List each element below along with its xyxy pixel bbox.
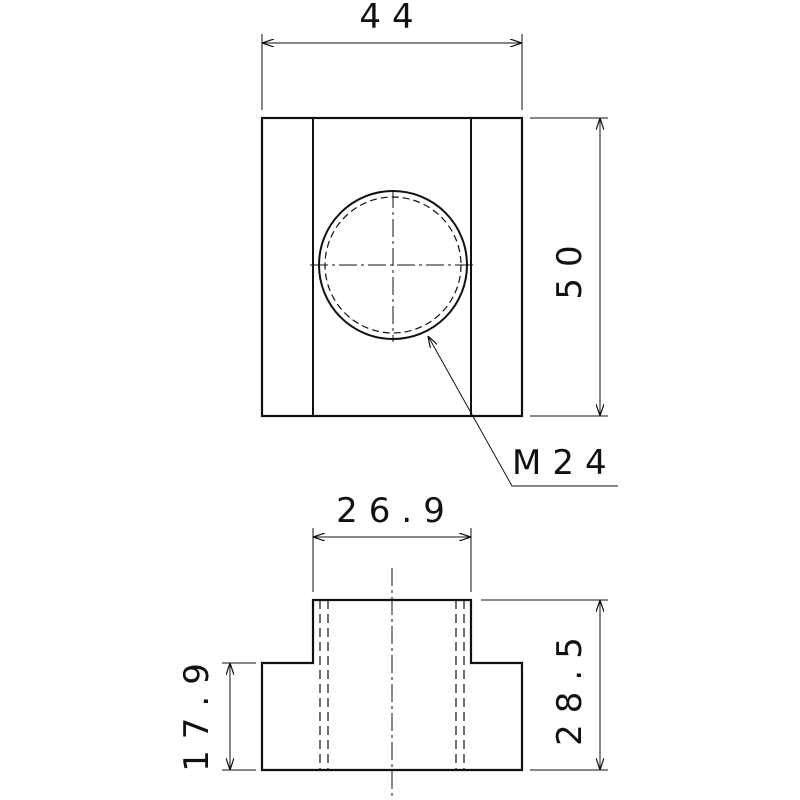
dim-height-label: 50 — [550, 234, 590, 299]
thread-leader — [428, 336, 618, 487]
dim-total-height-label: 28.5 — [550, 626, 590, 746]
side-view — [222, 528, 608, 800]
dim-top-width-label: 26.9 — [336, 491, 456, 531]
top-view — [260, 34, 618, 487]
dim-flange-height-label: 17.9 — [177, 652, 217, 772]
side-view-outline — [260, 598, 524, 772]
thread-callout-label: M24 — [512, 443, 618, 483]
dim-width-label: 44 — [359, 0, 424, 37]
top-view-outline — [260, 116, 524, 418]
